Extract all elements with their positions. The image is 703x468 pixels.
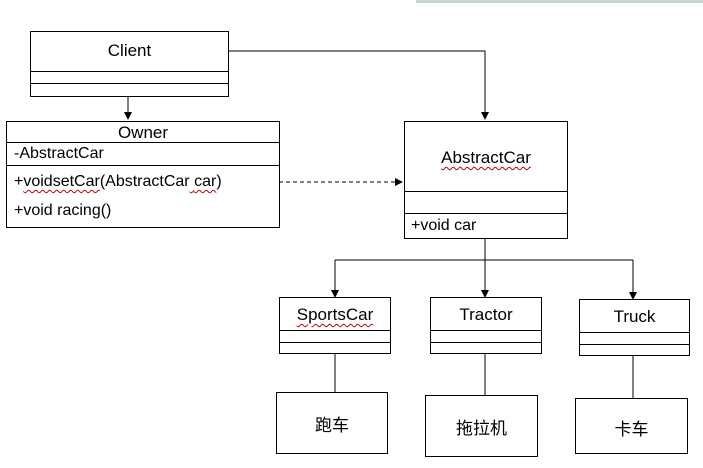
top-edge-strip — [416, 0, 703, 3]
tractor-divider-2 — [431, 342, 541, 343]
owner-method-racing: +void racing() — [14, 202, 112, 219]
truck-note-box[interactable]: 卡车 — [575, 398, 688, 454]
owner-attribute: -AbstractCar — [14, 145, 104, 162]
sportscar-class-box[interactable]: SportsCar — [279, 297, 391, 354]
client-class-box[interactable]: Client — [30, 31, 229, 97]
abstractcar-class-box[interactable]: AbstractCar +void car — [404, 121, 568, 239]
truck-divider-2 — [580, 344, 689, 345]
abstractcar-class-name-text: AbstractCar — [441, 148, 531, 167]
abstractcar-divider-1 — [405, 191, 567, 192]
tractor-class-box[interactable]: Tractor — [430, 297, 542, 354]
sportscar-class-name-text: SportsCar — [296, 305, 374, 324]
owner-divider-2 — [7, 165, 279, 166]
tractor-note-text: 拖拉机 — [456, 419, 507, 439]
owner-method-setcar-param-type: (AbstractCar — [99, 173, 190, 190]
abstractcar-method: +void car — [411, 217, 477, 234]
client-divider-1 — [31, 71, 228, 72]
abstractcar-divider-2 — [405, 213, 567, 214]
tractor-divider-1 — [431, 330, 541, 331]
owner-method-setcar-param: car — [194, 173, 217, 190]
owner-method-setcar-close: ) — [216, 173, 222, 190]
owner-divider-1 — [7, 142, 279, 143]
sportscar-divider-1 — [280, 330, 390, 331]
client-divider-2 — [31, 83, 228, 84]
client-abstractcar-arrow — [228, 50, 489, 120]
truck-class-name: Truck — [613, 307, 656, 326]
sportscar-divider-2 — [280, 342, 390, 343]
tractor-class-name: Tractor — [459, 305, 513, 324]
tractor-note-box[interactable]: 拖拉机 — [425, 395, 538, 457]
abstractcar-class-name: AbstractCar — [405, 148, 567, 168]
truck-divider-1 — [580, 332, 689, 333]
sportscar-note-text: 跑车 — [315, 416, 349, 436]
owner-class-name: Owner — [117, 123, 169, 142]
owner-method-setcar-name: voidsetCar — [23, 173, 100, 190]
owner-class-box[interactable]: Owner -AbstractCar +voidsetCar(AbstractC… — [6, 121, 280, 228]
owner-method-setcar-prefix: + — [14, 173, 24, 190]
owner-method-setcar: +voidsetCar(AbstractCar car) — [14, 173, 222, 191]
truck-class-box[interactable]: Truck — [579, 299, 690, 356]
truck-note-text: 卡车 — [614, 420, 649, 440]
sportscar-note-box[interactable]: 跑车 — [276, 392, 388, 454]
sportscar-class-name: SportsCar — [280, 305, 390, 325]
client-class-name: Client — [107, 41, 152, 60]
